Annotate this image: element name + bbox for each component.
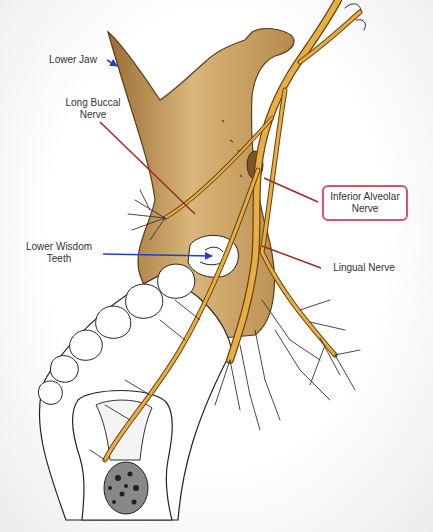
part-label: Lingual Nerve (324, 262, 404, 274)
nerve-label: Inferior Alveolar Nerve (330, 191, 400, 215)
highlight-box: Inferior Alveolar Nerve (322, 185, 408, 221)
part-label: Lower Jaw (40, 54, 106, 66)
mandible-ramus (108, 29, 294, 340)
part-label: Lower Wisdom Teeth (16, 241, 102, 265)
pointer-lines (100, 60, 321, 268)
nerve-network (90, 0, 366, 460)
molar-cross-section (73, 391, 173, 521)
part-label: Long Buccal Nerve (58, 97, 128, 121)
